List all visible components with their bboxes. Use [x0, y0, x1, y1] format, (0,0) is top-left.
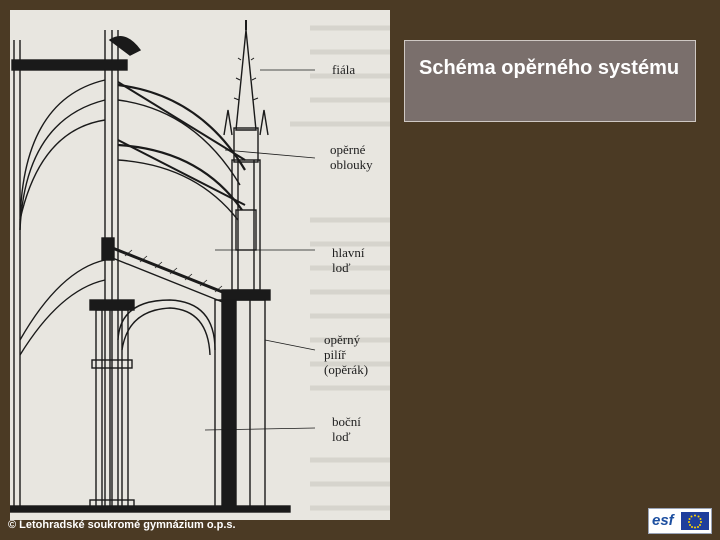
eu-flag-icon — [681, 512, 709, 530]
label-operny-pilir: opěrný pilíř (opěrák) — [324, 332, 369, 377]
title-box: Schéma opěrného systému — [404, 40, 696, 122]
cathedral-drawing — [10, 20, 390, 513]
label-bocni-lod: boční loď — [332, 414, 361, 444]
slide-title: Schéma opěrného systému — [419, 57, 680, 79]
label-hlavni-lod: hlavní loď — [332, 245, 365, 275]
label-fiala: fiála — [332, 62, 356, 77]
esf-eu-logo: esf — [648, 508, 712, 534]
footer-copyright: © Letohradské soukromé gymnázium o.p.s. — [8, 519, 236, 531]
label-operne-oblouky: opěrné oblouky — [330, 142, 373, 172]
cathedral-cross-section-diagram: fiála opěrné oblouky hlavní loď opěrný p… — [10, 10, 390, 520]
esf-logo-text: esf — [652, 512, 674, 529]
